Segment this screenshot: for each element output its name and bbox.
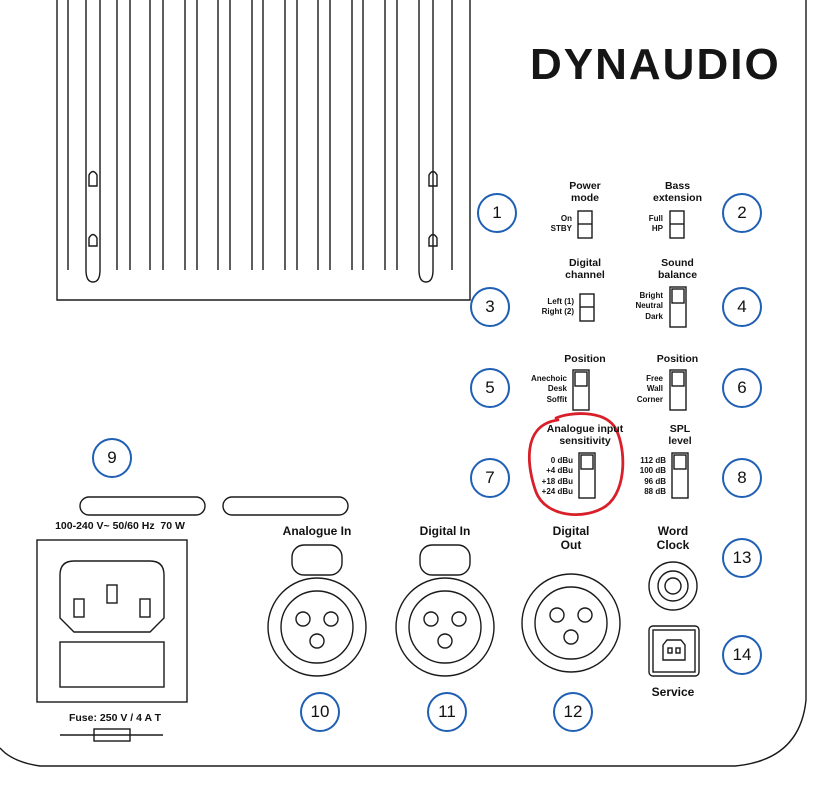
fuse-symbol <box>60 728 163 742</box>
power-inlet <box>36 539 188 703</box>
xlr-digital-in <box>395 544 495 677</box>
power-rating-label: 100-240 V~ 50/60 Hz 70 W <box>55 520 185 532</box>
analogue-in-label: Analogue In <box>282 524 352 538</box>
callout-2: 2 <box>722 193 762 233</box>
vent-slot-left <box>79 496 206 516</box>
switch-bodies <box>572 210 689 499</box>
callout-9: 9 <box>92 438 132 478</box>
callout-6: 6 <box>722 368 762 408</box>
callout-10: 10 <box>300 692 340 732</box>
callout-5: 5 <box>470 368 510 408</box>
callout-7: 7 <box>470 458 510 498</box>
callout-13: 13 <box>722 538 762 578</box>
analogue-sensitivity-options: 0 dBu+4 dBu+18 dBu+24 dBu <box>541 456 573 497</box>
digital-channel-options: Left (1)Right (2) <box>541 297 574 317</box>
highlight-circle <box>528 412 625 517</box>
panel-outline <box>0 0 807 767</box>
callout-4: 4 <box>722 287 762 327</box>
digital-in-label: Digital In <box>419 524 471 538</box>
callout-1: 1 <box>477 193 517 233</box>
callout-3: 3 <box>470 287 510 327</box>
fuse-label: Fuse: 250 V / 4 A T <box>68 712 161 724</box>
callout-8: 8 <box>722 458 762 498</box>
xlr-analogue-in <box>267 544 367 677</box>
heatsink-fins <box>56 0 471 301</box>
callout-12: 12 <box>553 692 593 732</box>
position-left-title: Position <box>564 353 606 365</box>
usb-service-port <box>648 625 700 677</box>
vent-slot-right <box>222 496 349 516</box>
word-clock-connector <box>648 561 698 611</box>
callout-14: 14 <box>722 635 762 675</box>
service-label: Service <box>651 685 695 699</box>
brand-logo: DYNAUDIO <box>530 40 781 89</box>
xlr-digital-out <box>521 573 621 673</box>
position-right-title: Position <box>656 353 699 365</box>
callout-11: 11 <box>427 692 467 732</box>
